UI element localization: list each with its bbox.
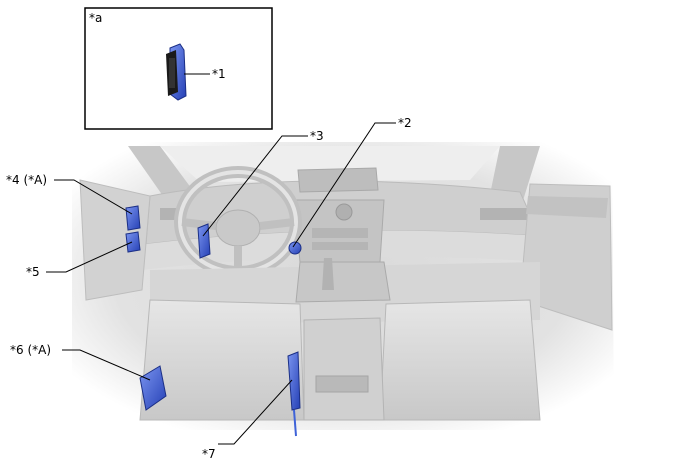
detail-inset: *a bbox=[84, 7, 273, 130]
component-4 bbox=[125, 205, 141, 231]
callout-3: *3 bbox=[310, 129, 324, 143]
component-3 bbox=[197, 223, 211, 259]
callout-4: *4 (*A) bbox=[6, 173, 47, 187]
leader-6 bbox=[62, 349, 151, 381]
callout-5: *5 bbox=[26, 265, 40, 279]
component-7 bbox=[287, 351, 301, 411]
callout-6: *6 (*A) bbox=[10, 343, 51, 357]
component-2 bbox=[288, 241, 302, 255]
callout-1: *1 bbox=[212, 67, 226, 81]
vehicle-interior bbox=[72, 140, 614, 430]
driver-seat bbox=[139, 299, 305, 421]
left-door-panel bbox=[79, 179, 151, 301]
component-6 bbox=[139, 365, 167, 411]
leader-3 bbox=[202, 135, 308, 237]
leader-lines bbox=[46, 73, 396, 445]
leader-2 bbox=[292, 122, 396, 248]
inset-label: *a bbox=[89, 11, 102, 25]
right-door-panel bbox=[519, 183, 613, 331]
display-screen bbox=[297, 167, 379, 193]
callout-labels: *1 *2 *3 *4 (*A) *5 *6 (*A) *7 bbox=[6, 67, 412, 461]
callout-2: *2 bbox=[398, 116, 412, 130]
inset-module bbox=[166, 43, 187, 101]
leader-7 bbox=[218, 379, 293, 445]
callout-7: *7 bbox=[202, 447, 216, 461]
center-console bbox=[295, 261, 391, 303]
rear-console bbox=[303, 317, 385, 421]
component-5 bbox=[125, 231, 141, 253]
passenger-seat bbox=[379, 299, 541, 421]
components bbox=[125, 205, 302, 437]
leader-5 bbox=[46, 241, 133, 273]
leader-4 bbox=[54, 179, 133, 215]
